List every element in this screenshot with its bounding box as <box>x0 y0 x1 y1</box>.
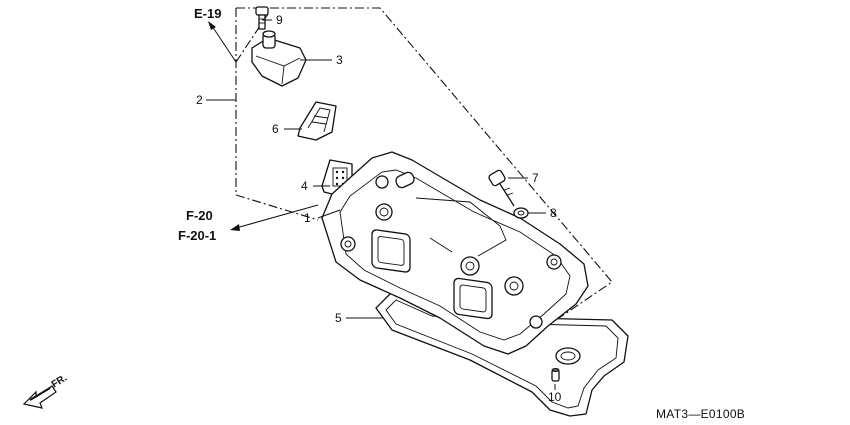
callout-1[interactable]: 1 <box>304 211 311 225</box>
svg-text:F-20: F-20 <box>186 208 213 223</box>
part-9-bolt <box>255 6 269 30</box>
reference-f20[interactable]: F-20 F-20-1 <box>178 204 319 243</box>
diagram-code: MAT3—E0100B <box>656 407 745 421</box>
svg-text:E-19: E-19 <box>194 6 221 21</box>
callout-8[interactable]: 8 <box>550 206 557 220</box>
callout-4[interactable]: 4 <box>301 179 308 193</box>
reference-e19[interactable]: E-19 <box>194 6 237 63</box>
part-8-washer <box>513 207 529 219</box>
part-7-bolt <box>488 169 515 207</box>
leader-lines <box>206 19 556 390</box>
part-10-dowel <box>551 368 560 382</box>
callout-9[interactable]: 9 <box>276 13 283 27</box>
front-direction-indicator: FR. <box>22 373 69 409</box>
svg-text:F-20-1: F-20-1 <box>178 228 216 243</box>
callout-labels: 9 3 2 6 4 1 5 7 8 10 <box>196 13 562 404</box>
callout-6[interactable]: 6 <box>272 122 279 136</box>
part-6-grommet <box>297 101 337 141</box>
callout-2[interactable]: 2 <box>196 93 203 107</box>
callout-10[interactable]: 10 <box>548 390 562 404</box>
part-3-coil-cap <box>251 30 307 87</box>
callout-3[interactable]: 3 <box>336 53 343 67</box>
assembly-boundary <box>235 7 613 321</box>
part-1-head-cover <box>321 151 589 355</box>
callout-5[interactable]: 5 <box>335 311 342 325</box>
callout-7[interactable]: 7 <box>532 171 539 185</box>
